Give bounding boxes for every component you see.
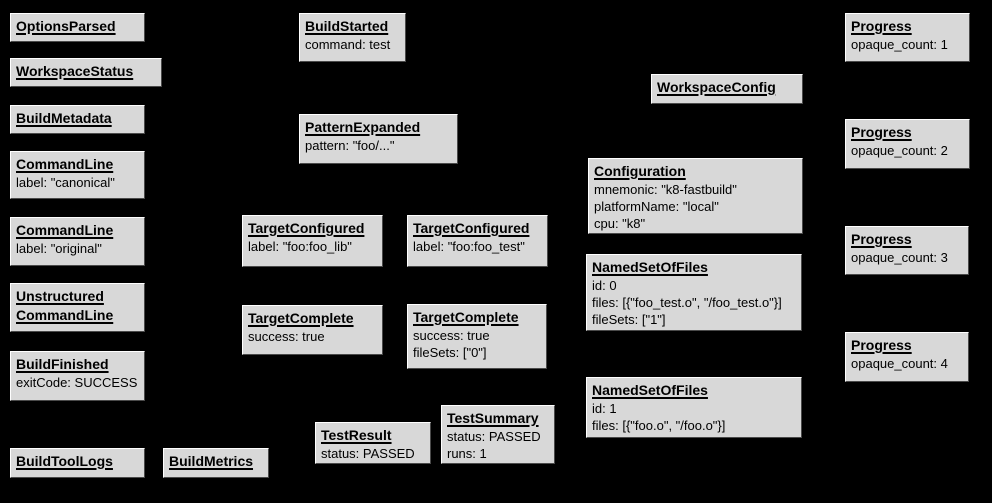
node-detail: command: test — [305, 37, 391, 52]
node-build-metadata: BuildMetadata — [10, 105, 145, 134]
node-detail: label: "canonical" — [16, 175, 115, 190]
node-build-finished: BuildFinished exitCode: SUCCESS — [10, 351, 145, 401]
node-workspace-status: WorkspaceStatus — [10, 58, 162, 87]
node-title: TestResult — [321, 427, 392, 443]
node-title: Progress — [851, 124, 912, 140]
node-title: CommandLine — [16, 222, 114, 238]
node-detail: files: [{"foo.o", "/foo.o"}] — [592, 418, 726, 433]
node-command-line-original: CommandLine label: "original" — [10, 217, 145, 266]
node-title: TestSummary — [447, 410, 539, 426]
node-title: PatternExpanded — [305, 119, 421, 135]
node-title: BuildMetadata — [16, 110, 112, 126]
node-detail: opaque_count: 3 — [851, 250, 948, 265]
node-detail: success: true — [413, 328, 490, 343]
node-detail: platformName: "local" — [594, 199, 719, 214]
node-title: BuildStarted — [305, 18, 389, 34]
node-detail: label: "original" — [16, 241, 102, 256]
node-title: BuildMetrics — [169, 453, 254, 469]
node-detail: files: [{"foo_test.o", "/foo_test.o"}] — [592, 295, 782, 310]
node-detail: status: PASSED — [447, 429, 541, 444]
node-detail: fileSets: ["1"] — [592, 312, 666, 327]
node-detail: mnemonic: "k8-fastbuild" — [594, 182, 737, 197]
node-title: Configuration — [594, 163, 686, 179]
node-named-set-of-files-0: NamedSetOfFiles id: 0 files: [{"foo_test.o… — [586, 254, 802, 331]
node-title: Progress — [851, 18, 912, 34]
node-title: TargetConfigured — [413, 220, 530, 236]
node-pattern-expanded: PatternExpanded pattern: "foo/..." — [299, 114, 458, 164]
node-title: WorkspaceStatus — [16, 63, 134, 79]
node-detail: id: 0 — [592, 278, 617, 293]
node-progress-1: Progress opaque_count: 1 — [845, 13, 970, 62]
node-title: OptionsParsed — [16, 18, 116, 34]
node-build-metrics: BuildMetrics — [163, 448, 269, 478]
node-target-configured-foo-lib: TargetConfigured label: "foo:foo_lib" — [242, 215, 383, 267]
node-detail: opaque_count: 1 — [851, 37, 948, 52]
node-build-tool-logs: BuildToolLogs — [10, 448, 145, 478]
node-detail: exitCode: SUCCESS — [16, 375, 138, 390]
node-named-set-of-files-1: NamedSetOfFiles id: 1 files: [{"foo.o", "/… — [586, 377, 802, 438]
node-progress-4: Progress opaque_count: 4 — [845, 332, 969, 382]
node-title: Progress — [851, 337, 912, 353]
node-title: TargetComplete — [413, 309, 519, 325]
node-test-result: TestResult status: PASSED — [315, 422, 431, 464]
node-target-complete-foo-test: TargetComplete success: true fileSets: ["0… — [407, 304, 547, 369]
node-progress-2: Progress opaque_count: 2 — [845, 119, 970, 169]
node-progress-3: Progress opaque_count: 3 — [845, 226, 969, 275]
node-detail: label: "foo:foo_test" — [413, 239, 525, 254]
node-detail: fileSets: ["0"] — [413, 345, 487, 360]
node-title: CommandLine — [16, 307, 114, 323]
node-detail: pattern: "foo/..." — [305, 138, 395, 153]
node-configuration: Configuration mnemonic: "k8-fastbuild" pla… — [588, 158, 803, 234]
node-title: TargetComplete — [248, 310, 354, 326]
node-command-line-canonical: CommandLine label: "canonical" — [10, 151, 145, 199]
node-title: NamedSetOfFiles — [592, 382, 708, 398]
node-options-parsed: OptionsParsed — [10, 13, 145, 42]
node-title: Progress — [851, 231, 912, 247]
node-test-summary: TestSummary status: PASSED runs: 1 — [441, 405, 555, 464]
node-title: Unstructured — [16, 288, 104, 304]
node-title: CommandLine — [16, 156, 114, 172]
node-target-configured-foo-test: TargetConfigured label: "foo:foo_test" — [407, 215, 548, 267]
node-detail: runs: 1 — [447, 446, 487, 461]
node-title: NamedSetOfFiles — [592, 259, 708, 275]
node-detail: opaque_count: 2 — [851, 143, 948, 158]
node-workspace-config: WorkspaceConfig — [651, 74, 803, 104]
node-title: WorkspaceConfig — [657, 79, 776, 95]
node-title: BuildToolLogs — [16, 453, 113, 469]
node-target-complete-foo-lib: TargetComplete success: true — [242, 305, 383, 355]
node-title: BuildFinished — [16, 356, 109, 372]
node-detail: opaque_count: 4 — [851, 356, 948, 371]
node-build-started: BuildStarted command: test — [299, 13, 406, 62]
node-detail: status: PASSED — [321, 446, 415, 461]
node-detail: success: true — [248, 329, 325, 344]
node-detail: cpu: "k8" — [594, 216, 646, 231]
node-detail: label: "foo:foo_lib" — [248, 239, 352, 254]
node-detail: id: 1 — [592, 401, 617, 416]
node-title: TargetConfigured — [248, 220, 365, 236]
